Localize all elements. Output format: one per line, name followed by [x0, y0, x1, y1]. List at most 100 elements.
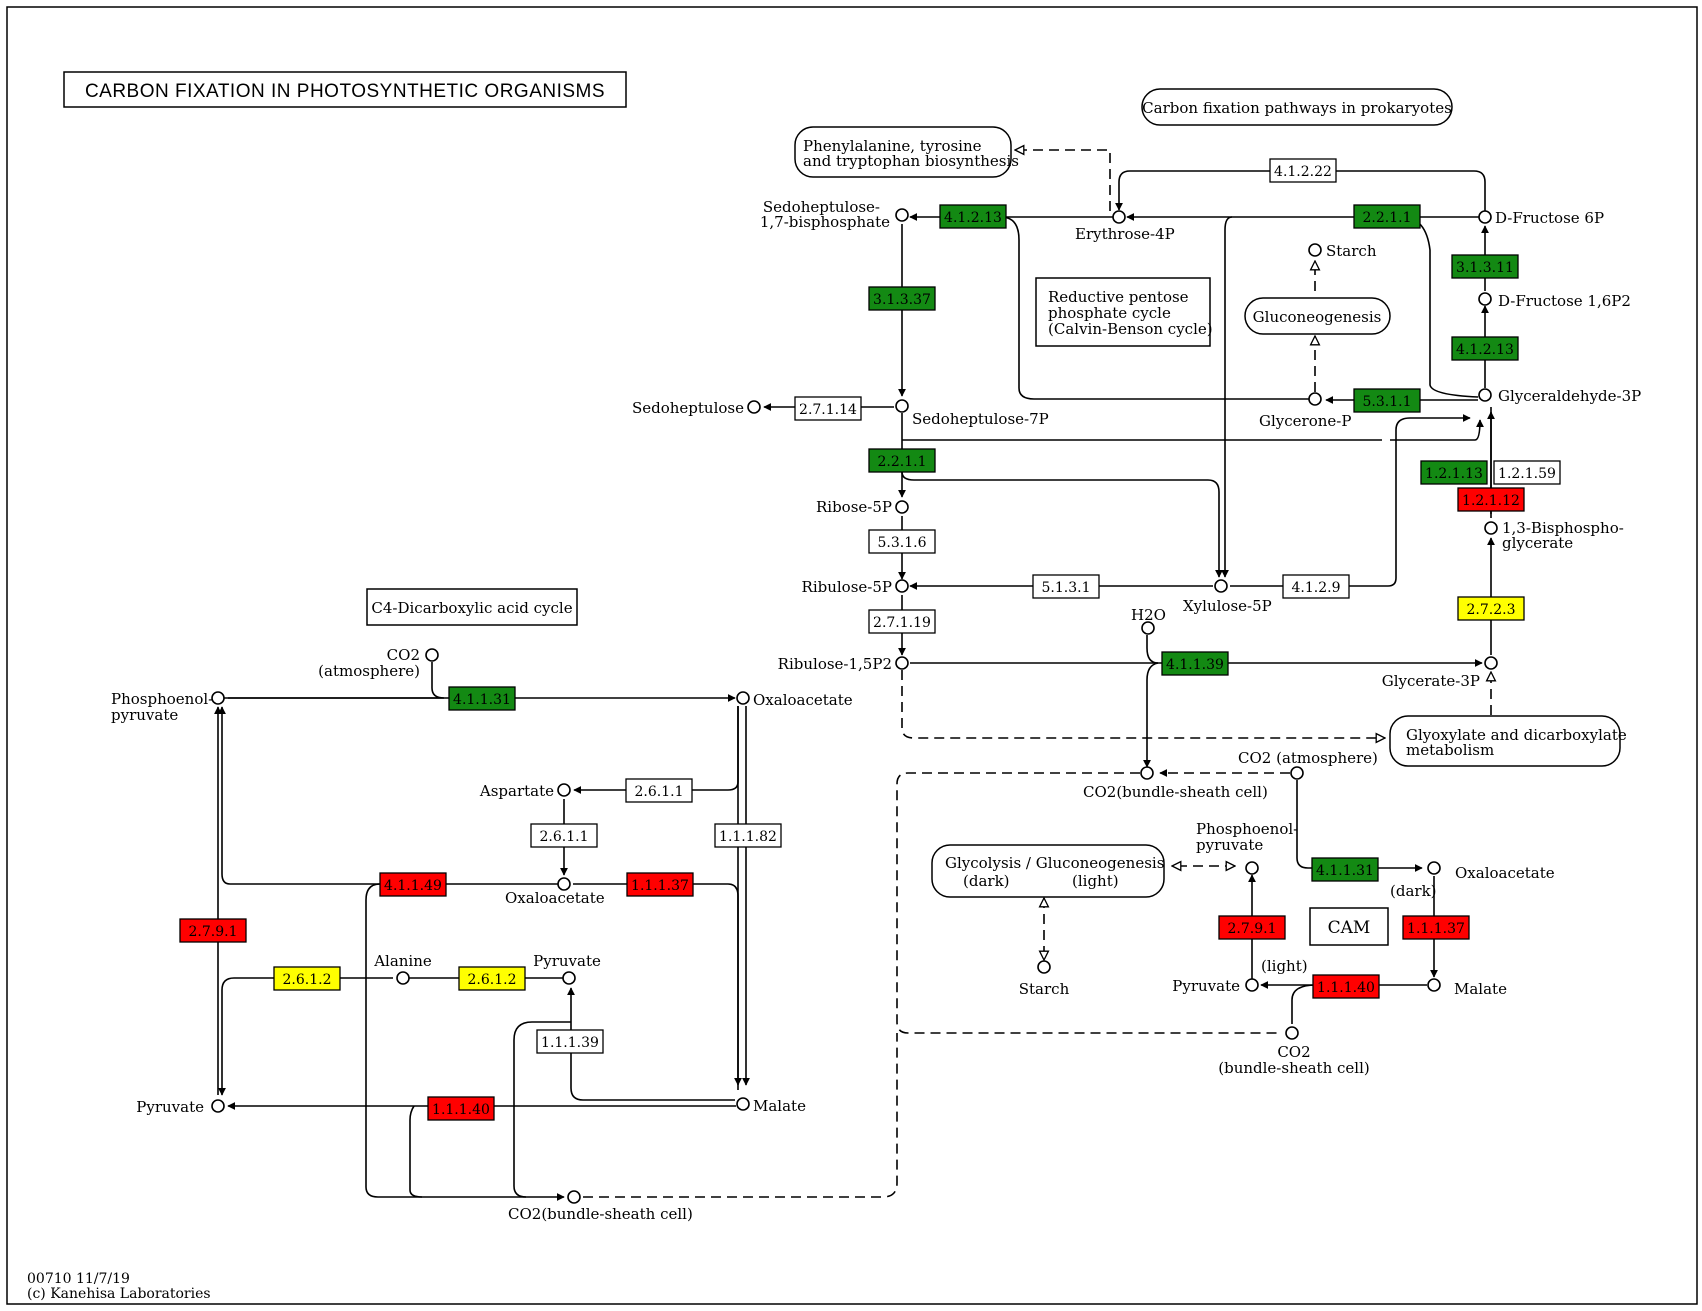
enzyme-box[interactable] [1282, 574, 1350, 599]
enzyme-box[interactable] [1493, 460, 1561, 485]
compound-node[interactable] [1478, 210, 1492, 224]
enzyme-box[interactable] [1032, 574, 1100, 599]
compound-node[interactable] [895, 399, 909, 413]
compound-node[interactable] [895, 579, 909, 593]
enzyme-box[interactable] [1312, 974, 1380, 999]
enzyme-label: 3.1.3.11 [1456, 260, 1514, 276]
compound-node[interactable] [1112, 210, 1126, 224]
enzyme-label: 5.1.3.1 [1042, 580, 1091, 596]
enzyme-label: 2.7.1.14 [799, 402, 857, 418]
compound-label: Xylulose-5P [1183, 597, 1272, 615]
compound-node[interactable] [1141, 621, 1155, 635]
enzyme-box[interactable] [939, 204, 1007, 229]
compound-node[interactable] [1140, 766, 1154, 780]
compound-label: CO2 [387, 646, 420, 664]
diagram-frame [6, 6, 1698, 1305]
compound-label: 1,7-bisphosphate [760, 213, 890, 231]
enzyme-box[interactable] [868, 286, 936, 311]
enzyme-box[interactable] [868, 529, 936, 554]
compound-node[interactable] [1290, 766, 1304, 780]
compound-label: (bundle-sheath cell) [1218, 1059, 1369, 1077]
enzyme-box[interactable] [714, 823, 782, 848]
compound-label: glycerate [1502, 534, 1573, 552]
page-title: CARBON FIXATION IN PHOTOSYNTHETIC ORGANI… [85, 81, 605, 102]
enzyme-label: 4.1.2.22 [1274, 164, 1332, 180]
compound-label: Starch [1019, 980, 1070, 998]
enzyme-box[interactable] [1451, 254, 1519, 279]
compound-node[interactable] [1427, 978, 1441, 992]
enzyme-box[interactable] [1161, 651, 1229, 676]
compound-label: Pyruvate [1172, 977, 1240, 995]
compound-node[interactable] [1245, 978, 1259, 992]
compound-node[interactable] [1478, 292, 1492, 306]
enzyme-box[interactable] [794, 396, 862, 421]
enzyme-box[interactable] [179, 918, 247, 943]
enzyme-label: 1.2.1.59 [1498, 466, 1556, 482]
map-link-glycolysis[interactable] [931, 844, 1165, 898]
compound-node[interactable] [396, 971, 410, 985]
enzyme-box[interactable] [1218, 915, 1286, 940]
map-link-phenylalanine[interactable] [794, 126, 1012, 178]
enzyme-box[interactable] [1457, 596, 1525, 621]
enzyme-box[interactable] [1402, 915, 1470, 940]
enzyme-box[interactable] [1457, 487, 1525, 512]
enzyme-box[interactable] [868, 609, 936, 634]
enzyme-label: 4.1.2.13 [1456, 342, 1514, 358]
map-link-prokaryotes[interactable] [1141, 88, 1453, 126]
enzyme-box[interactable] [625, 778, 693, 803]
compound-node[interactable] [425, 648, 439, 662]
map-link-glyoxylate[interactable] [1389, 715, 1621, 767]
compound-node[interactable] [1427, 861, 1441, 875]
section-labels: Reductive pentose phosphate cycle (Calvi… [366, 277, 1389, 946]
enzyme-box[interactable] [1311, 857, 1379, 882]
compound-node[interactable] [567, 1190, 581, 1204]
enzyme-box[interactable] [427, 1096, 495, 1121]
compound-node[interactable] [736, 1097, 750, 1111]
enzyme-box[interactable] [868, 448, 936, 473]
compound-label: D-Fructose 6P [1495, 209, 1604, 227]
enzyme-label: 4.1.2.9 [1292, 580, 1341, 596]
compound-node[interactable] [1214, 579, 1228, 593]
enzyme-box[interactable] [273, 966, 341, 991]
compound-node[interactable] [1484, 656, 1498, 670]
compound-node[interactable] [895, 208, 909, 222]
compound-node[interactable] [211, 691, 225, 705]
compound-node[interactable] [1484, 521, 1498, 535]
compound-node[interactable] [1308, 392, 1322, 406]
enzyme-box[interactable] [626, 872, 694, 897]
compound-label: Malate [1454, 980, 1507, 998]
compound-node[interactable] [1308, 243, 1322, 257]
compound-node[interactable] [736, 691, 750, 705]
compound-label: Oxaloacetate [505, 889, 605, 907]
compound-node[interactable] [1478, 388, 1492, 402]
enzyme-box[interactable] [458, 966, 526, 991]
enzyme-box[interactable] [1451, 336, 1519, 361]
compound-node[interactable] [1245, 861, 1259, 875]
compound-node[interactable] [562, 971, 576, 985]
enzyme-label: 1.1.1.37 [631, 878, 689, 894]
compound-node[interactable] [895, 500, 909, 514]
compound-node[interactable] [211, 1099, 225, 1113]
enzyme-box[interactable] [1420, 460, 1488, 485]
map-link-gluconeogenesis[interactable] [1244, 297, 1391, 335]
enzyme-label: 5.3.1.1 [1363, 394, 1412, 410]
enzyme-label: 2.6.1.2 [283, 972, 332, 988]
enzyme-box[interactable] [448, 686, 516, 711]
compound-node[interactable] [895, 656, 909, 670]
compound-label: Sedoheptulose [632, 399, 744, 417]
enzyme-box[interactable] [1269, 158, 1337, 183]
enzyme-box[interactable] [379, 872, 447, 897]
copyright: (c) Kanehisa Laboratories [27, 1286, 211, 1302]
compound-node[interactable] [1037, 960, 1051, 974]
enzyme-box[interactable] [536, 1029, 604, 1054]
compound-node[interactable] [747, 400, 761, 414]
enzyme-box[interactable] [1353, 204, 1421, 229]
enzyme-box[interactable] [1353, 388, 1421, 413]
compound-label: CO2 (atmosphere) [1238, 749, 1378, 767]
compound-label: Glyceraldehyde-3P [1498, 387, 1641, 405]
compound-node[interactable] [557, 877, 571, 891]
compound-node[interactable] [557, 783, 571, 797]
map-link-label: Glyoxylate and dicarboxylate [1406, 726, 1627, 744]
compound-node[interactable] [1285, 1026, 1299, 1040]
enzyme-box[interactable] [530, 823, 598, 848]
